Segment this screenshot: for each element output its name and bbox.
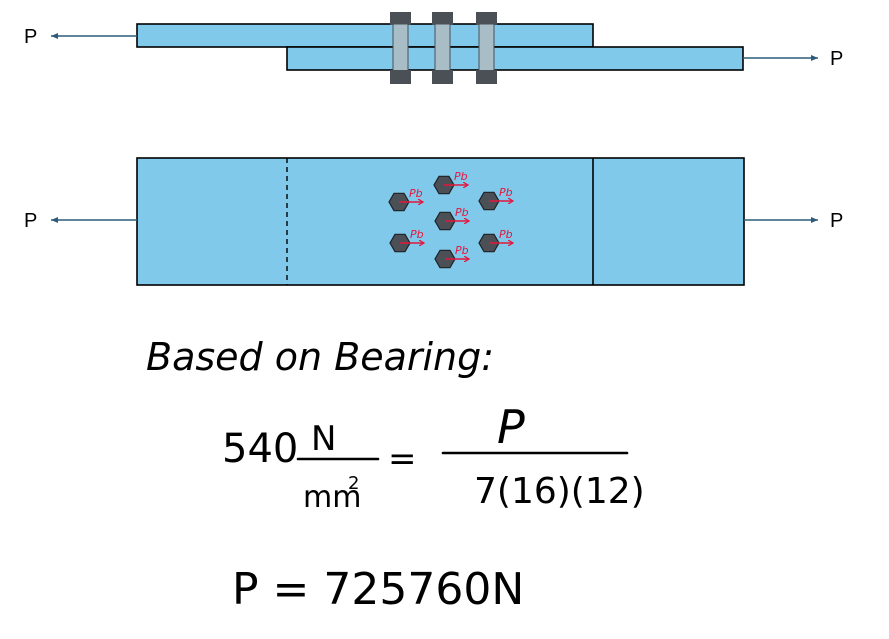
top-plate (136, 23, 594, 48)
eq-stress-value: 540 (222, 426, 298, 472)
calc-heading: Based on Bearing: (146, 335, 494, 379)
force-label-right-plan: P (830, 210, 843, 232)
bolt-force-label-2: Pb (409, 187, 423, 200)
eq-rhs-denominator: 7(16)(12) (474, 471, 645, 512)
bolt-force-label-4: Pb (455, 206, 469, 219)
bearing-calculation: Based on Bearing: 540 N mm 2 = P 7(16)(1… (146, 335, 645, 615)
eq-unit-exponent: 2 (348, 473, 359, 494)
force-label-left-plan: P (24, 210, 37, 232)
bolt-side-1 (390, 12, 411, 84)
bolt-side-2 (432, 12, 453, 84)
bolt-side-3 (476, 12, 497, 84)
bottom-plate (286, 46, 744, 71)
bolt-force-label-6: Pb (499, 228, 513, 241)
bolt-force-label-1: Pb (454, 170, 468, 183)
eq-rhs-numerator: P (497, 400, 525, 454)
eq-equals: = (388, 439, 417, 479)
eq-unit-numerator: N (311, 419, 336, 459)
bolt-force-label-5: Pb (410, 228, 424, 241)
force-label-left-top: P (24, 26, 37, 48)
force-label-right-top: P (830, 48, 843, 70)
bolt-force-label-3: Pb (499, 186, 513, 199)
side-view: P P (24, 12, 843, 84)
calc-result: P = 725760N (232, 564, 524, 615)
eq-unit-denominator: mm (303, 480, 361, 515)
bolt-force-label-7: Pb (455, 244, 469, 257)
